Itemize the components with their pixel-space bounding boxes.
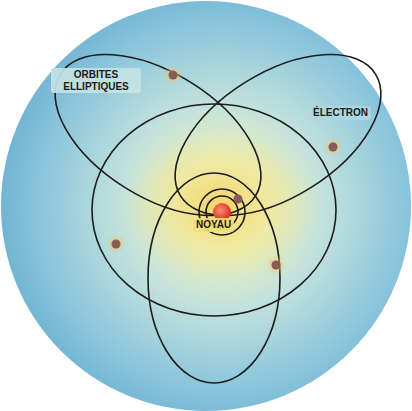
orbit-ellipse	[148, 173, 280, 383]
electron-glow	[163, 65, 183, 85]
nucleus-glow	[125, 130, 315, 280]
electron-glow	[106, 234, 126, 254]
electron-glow	[266, 255, 286, 275]
orbit-ellipse	[148, 21, 409, 248]
nucleus-label: NOYAU	[193, 218, 234, 232]
electron-label: ÉLECTRON	[310, 106, 371, 120]
electron	[329, 143, 338, 152]
orbits	[28, 21, 409, 383]
electrons	[106, 65, 343, 275]
orbit-ellipse	[28, 21, 289, 248]
electron	[169, 71, 178, 80]
orbit-ellipse	[92, 104, 336, 316]
orbit-label: ORBITES ELLIPTIQUES	[51, 68, 141, 93]
electron	[272, 261, 281, 270]
electron-glow	[323, 137, 343, 157]
electron	[234, 195, 243, 204]
electron	[112, 240, 121, 249]
